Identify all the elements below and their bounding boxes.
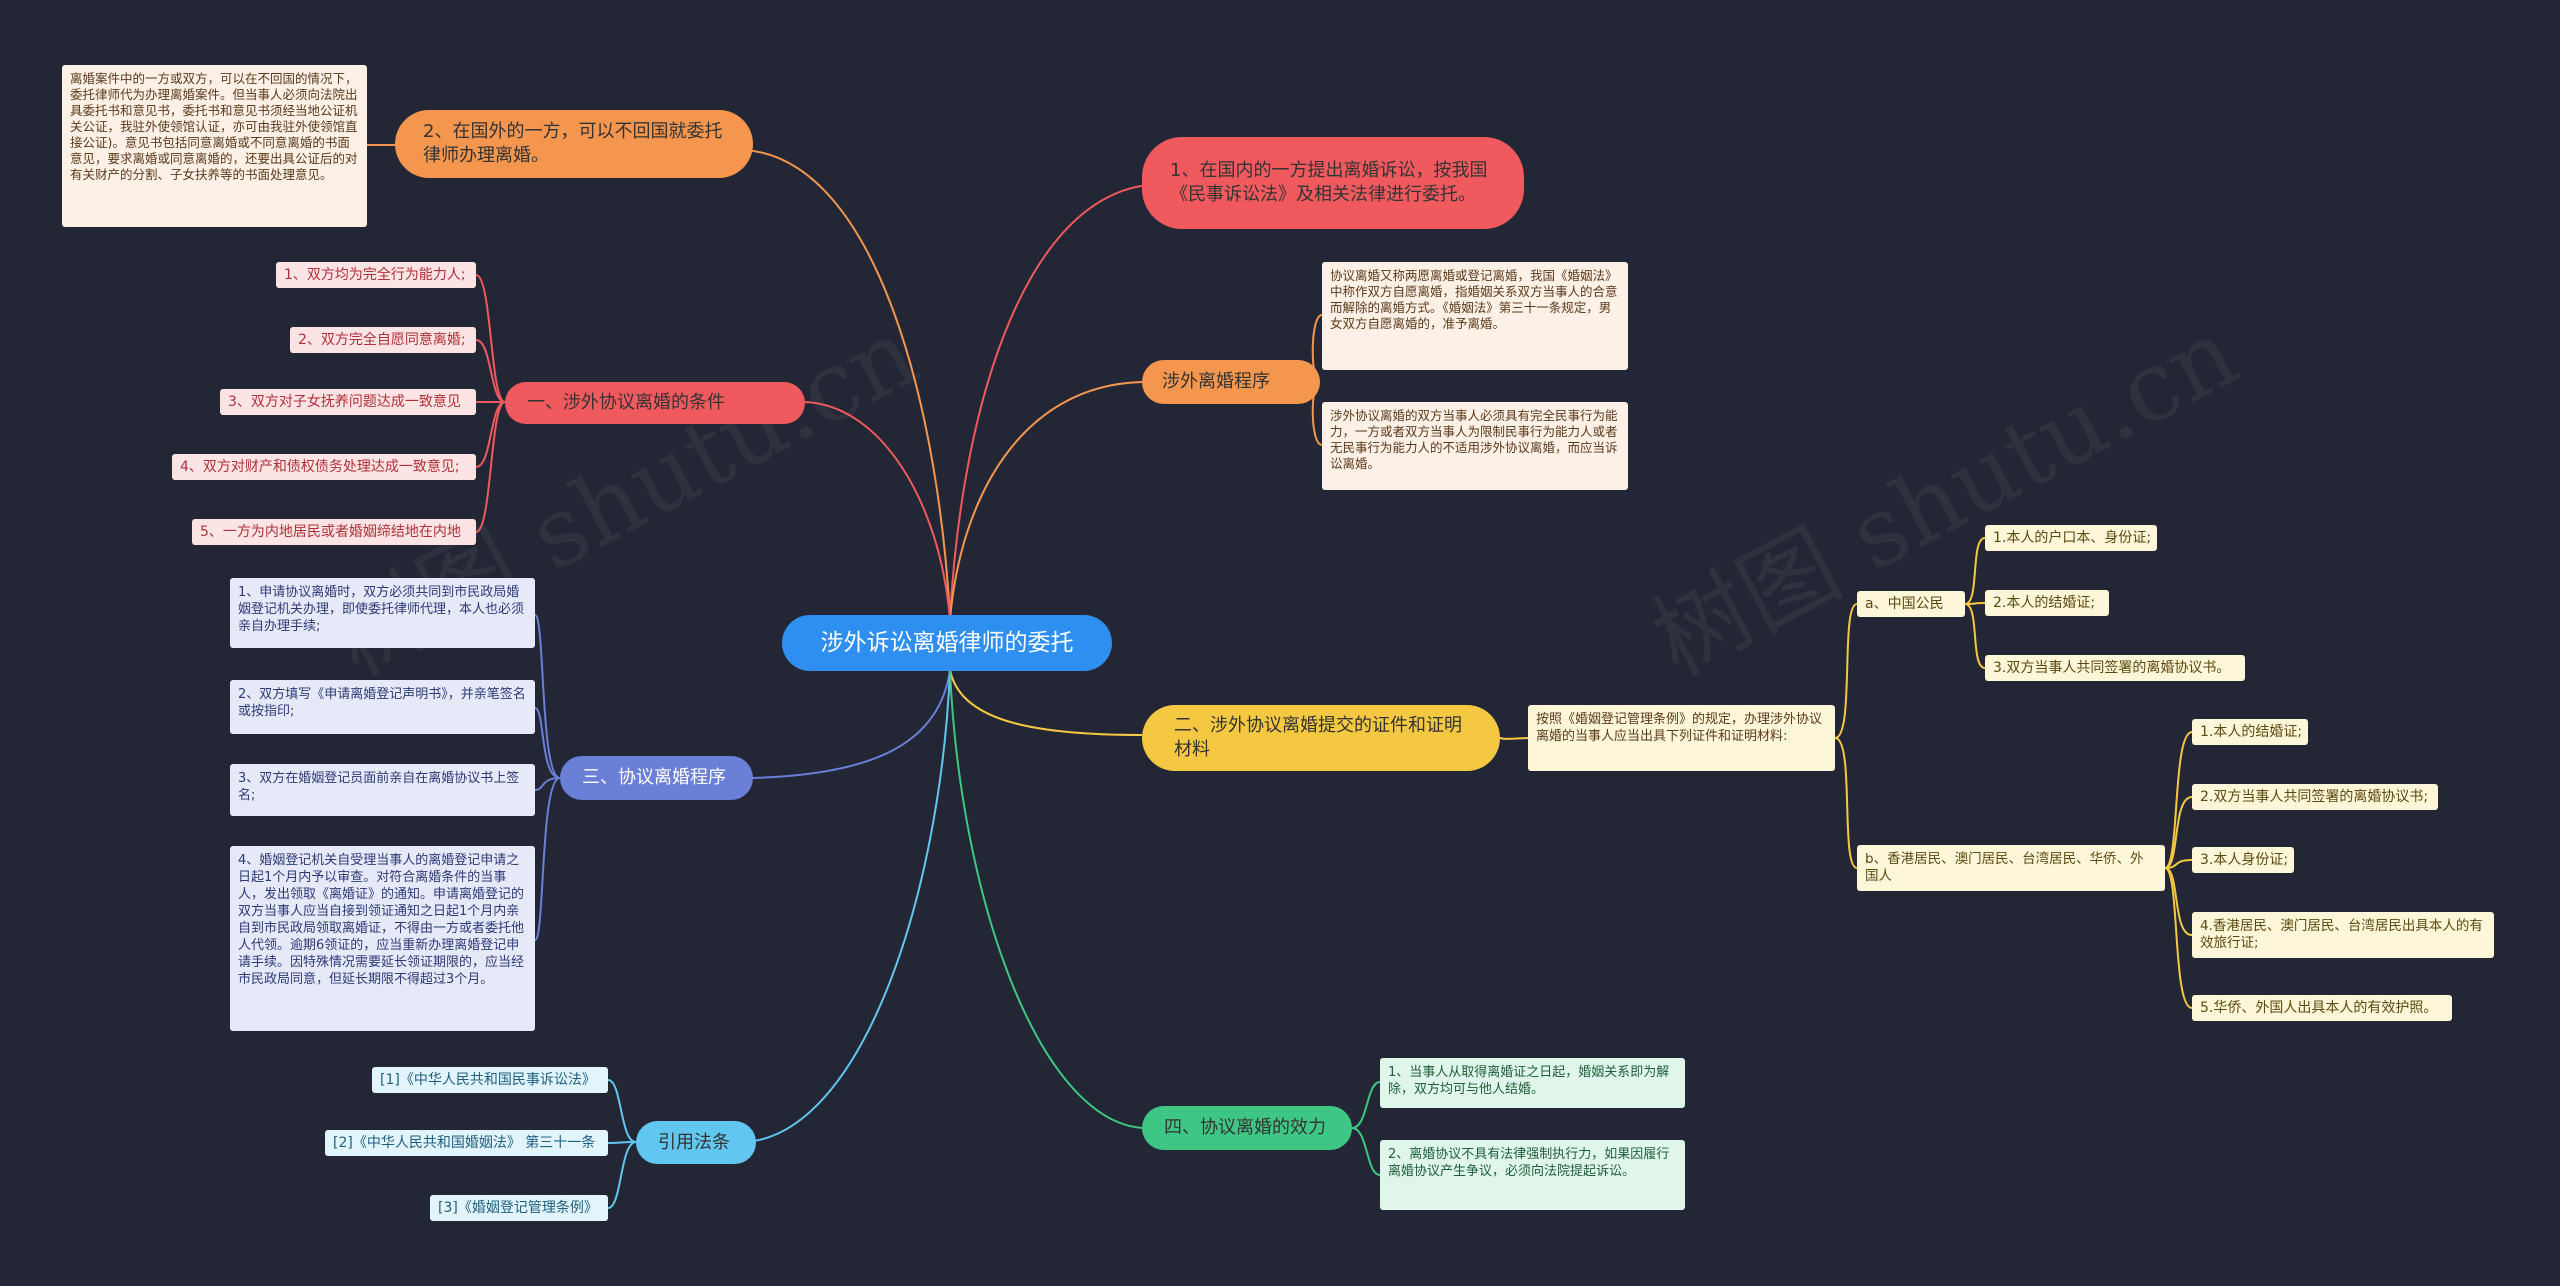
condition-item-3: 3、双方对子女抚养问题达成一致意见: [220, 389, 476, 415]
central-topic[interactable]: 涉外诉讼离婚律师的委托: [782, 615, 1112, 671]
group-b-item-2: 2.双方当事人共同签署的离婚协议书;: [2192, 784, 2438, 810]
process-item-2: 2、双方填写《申请离婚登记声明书》，并亲笔签名或按指印;: [230, 680, 535, 734]
branch-effect[interactable]: 四、协议离婚的效力: [1142, 1106, 1352, 1150]
group-b-item-4: 4.香港居民、澳门居民、台湾居民出具本人的有效旅行证;: [2192, 912, 2494, 958]
reference-item-3[interactable]: [3]《婚姻登记管理条例》: [430, 1195, 608, 1221]
reference-item-1[interactable]: [1]《中华人民共和国民事诉讼法》: [372, 1067, 608, 1093]
overseas-note: 离婚案件中的一方或双方，可以在不回国的情况下，委托律师代为办理离婚案件。但当事人…: [62, 65, 367, 227]
branch-process[interactable]: 三、协议离婚程序: [560, 756, 753, 800]
documents-intro: 按照《婚姻登记管理条例》的规定，办理涉外协议离婚的当事人应当出具下列证件和证明材…: [1528, 705, 1835, 771]
branch-conditions-label: 一、涉外协议离婚的条件: [527, 392, 725, 413]
group-a-item-1: 1.本人的户口本、身份证;: [1985, 525, 2157, 551]
branch-domestic[interactable]: 1、在国内的一方提出离婚诉讼，按我国《民事诉讼法》及相关法律进行委托。: [1142, 137, 1524, 229]
condition-item-2: 2、双方完全自愿同意离婚;: [290, 327, 476, 353]
group-a-item-2: 2.本人的结婚证;: [1985, 590, 2109, 616]
effect-item-1: 1、当事人从取得离婚证之日起，婚姻关系即为解除，双方均可与他人结婚。: [1380, 1058, 1685, 1108]
effect-item-2: 2、离婚协议不具有法律强制执行力，如果因履行离婚协议产生争议，必须向法院提起诉讼…: [1380, 1140, 1685, 1210]
group-a-item-3: 3.双方当事人共同签署的离婚协议书。: [1985, 655, 2245, 681]
reference-item-2[interactable]: [2]《中华人民共和国婚姻法》 第三十一条: [325, 1130, 608, 1156]
branch-procedure-label: 涉外离婚程序: [1162, 371, 1270, 392]
documents-group-b: b、香港居民、澳门居民、台湾居民、华侨、外国人: [1857, 845, 2165, 891]
branch-references-label: 引用法条: [658, 1131, 730, 1153]
group-b-item-3: 3.本人身份证;: [2192, 847, 2294, 873]
condition-item-5: 5、一方为内地居民或者婚姻缔结地在内地: [192, 519, 476, 545]
branch-process-label: 三、协议离婚程序: [582, 767, 726, 788]
branch-conditions[interactable]: 一、涉外协议离婚的条件: [505, 382, 805, 424]
central-topic-label: 涉外诉讼离婚律师的委托: [820, 630, 1074, 656]
procedure-note-1: 协议离婚又称两愿离婚或登记离婚，我国《婚姻法》中称作双方自愿离婚，指婚姻关系双方…: [1322, 262, 1628, 370]
documents-group-a: a、中国公民: [1857, 591, 1965, 617]
branch-overseas-label: 2、在国外的一方，可以不回国就委托律师办理离婚。: [423, 121, 723, 166]
group-b-item-5: 5.华侨、外国人出具本人的有效护照。: [2192, 995, 2452, 1021]
process-item-4: 4、婚姻登记机关自受理当事人的离婚登记申请之日起1个月内予以审查。对符合离婚条件…: [230, 846, 535, 1031]
branch-documents-label: 二、涉外协议离婚提交的证件和证明材料: [1174, 715, 1462, 760]
group-b-item-1: 1.本人的结婚证;: [2192, 719, 2308, 745]
branch-procedure[interactable]: 涉外离婚程序: [1142, 360, 1320, 404]
branch-references[interactable]: 引用法条: [636, 1121, 756, 1164]
process-item-1: 1、申请协议离婚时，双方必须共同到市民政局婚姻登记机关办理，即使委托律师代理，本…: [230, 578, 535, 648]
condition-item-4: 4、双方对财产和债权债务处理达成一致意见;: [172, 454, 476, 480]
branch-domestic-label: 1、在国内的一方提出离婚诉讼，按我国《民事诉讼法》及相关法律进行委托。: [1170, 160, 1488, 205]
branch-effect-label: 四、协议离婚的效力: [1164, 1117, 1326, 1138]
branch-overseas[interactable]: 2、在国外的一方，可以不回国就委托律师办理离婚。: [395, 110, 753, 178]
condition-item-1: 1、双方均为完全行为能力人;: [276, 262, 476, 288]
procedure-note-2: 涉外协议离婚的双方当事人必须具有完全民事行为能力，一方或者双方当事人为限制民事行…: [1322, 402, 1628, 490]
branch-documents[interactable]: 二、涉外协议离婚提交的证件和证明材料: [1142, 705, 1500, 771]
process-item-3: 3、双方在婚姻登记员面前亲自在离婚协议书上签名;: [230, 764, 535, 816]
